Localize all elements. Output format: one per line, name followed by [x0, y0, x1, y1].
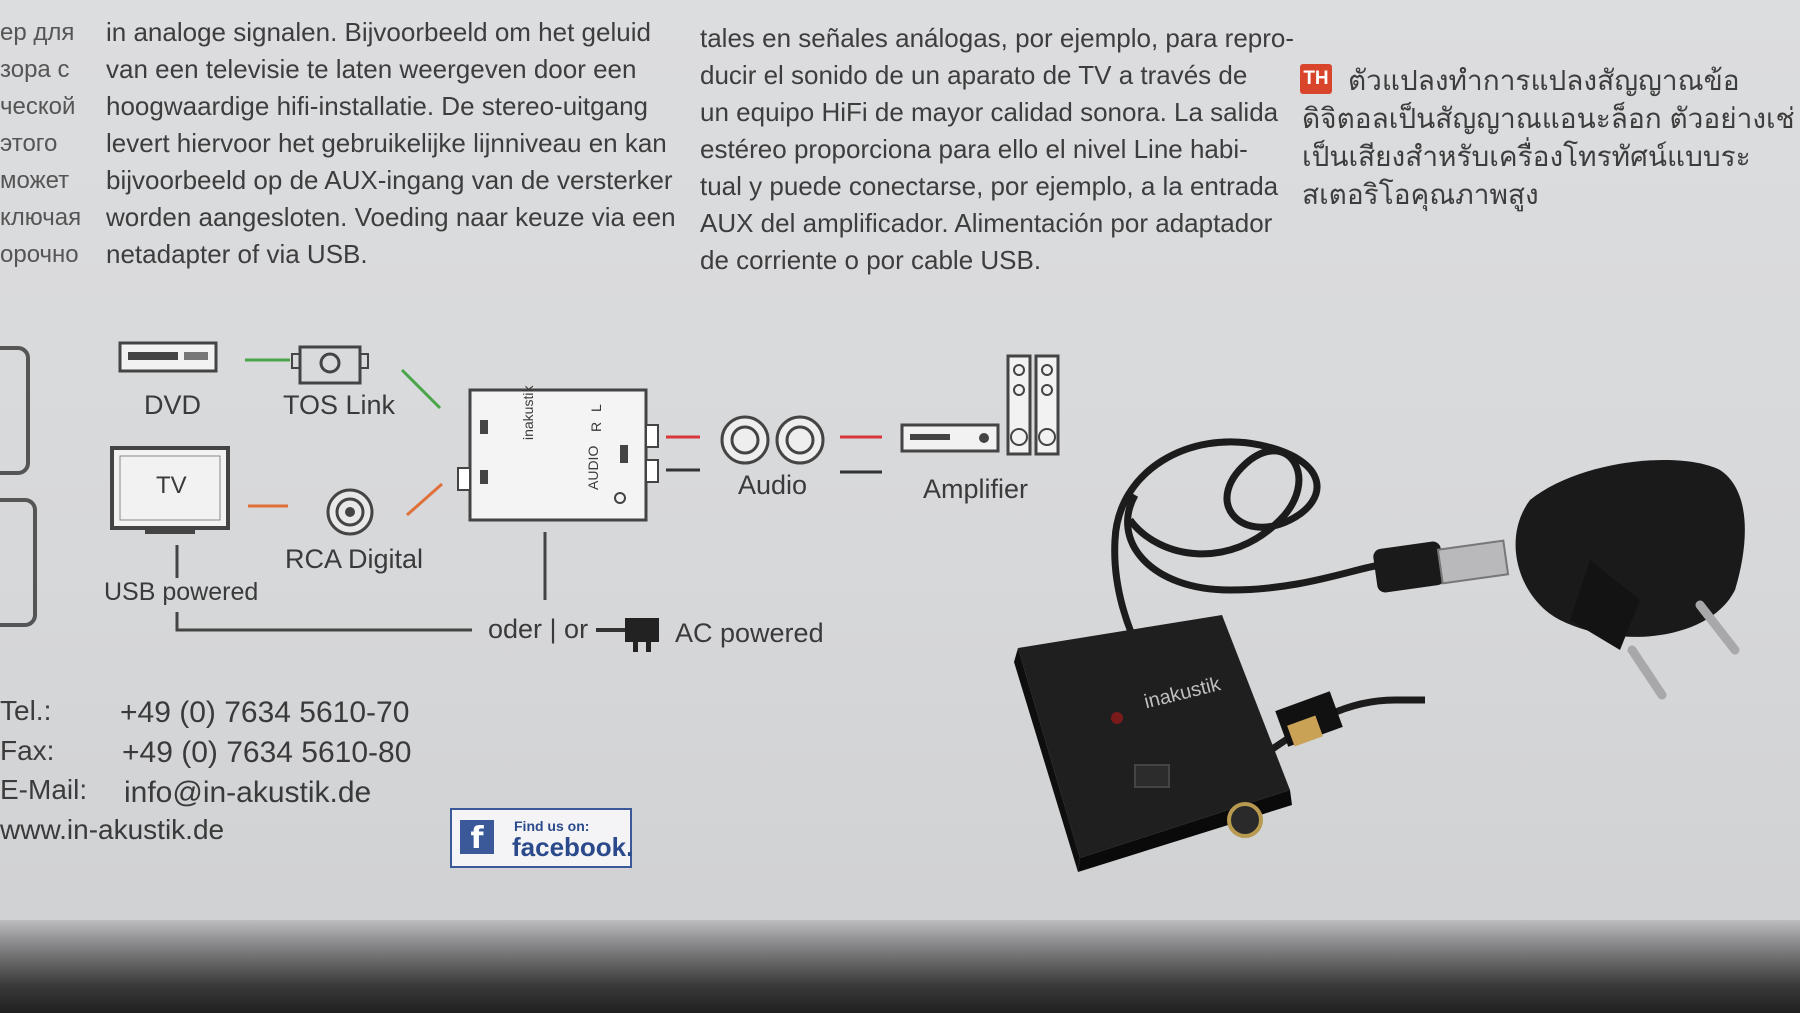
- converter-r-label: R: [588, 421, 604, 432]
- rca-connector-icon: [326, 488, 374, 536]
- russian-text-fragment: ер для зора с ческой этого может ключая …: [0, 19, 82, 268]
- cut-off-box-bottom: [0, 498, 37, 627]
- website-link: www.in-akustik.de: [0, 814, 225, 845]
- email-value: info@in-akustik.de: [124, 776, 372, 809]
- dvd-player-icon: [118, 341, 218, 373]
- dvd-label: DVD: [144, 390, 202, 420]
- tv-icon: [110, 446, 230, 534]
- facebook-find-us: Find us on:: [514, 818, 590, 834]
- amplifier-label: Amplifier: [923, 474, 1029, 504]
- tel-label: Tel.:: [0, 695, 52, 726]
- fax-label: Fax:: [0, 735, 55, 766]
- audio-jacks-icon: [720, 415, 825, 465]
- cut-off-box-top: [0, 346, 30, 475]
- tos-link-connector-icon: [291, 345, 369, 385]
- rca-digital-label: RCA Digital: [285, 544, 424, 574]
- spanish-paragraph: tales en señales análogas, por ejemplo, …: [700, 23, 1295, 275]
- rca-to-converter-line: [406, 482, 443, 517]
- tel-value: +49 (0) 7634 5610-70: [120, 696, 410, 729]
- power-adapter-photo: [1515, 460, 1745, 700]
- email-label: E-Mail:: [0, 774, 88, 805]
- tv-label: TV: [156, 472, 187, 499]
- tos-to-converter-line: [400, 368, 442, 410]
- fax-value: +49 (0) 7634 5610-80: [122, 736, 412, 769]
- amplifier-icon: [900, 354, 1060, 456]
- audio-label: Audio: [738, 470, 808, 500]
- usb-ac-bottom-line: [175, 612, 472, 632]
- oder-or-label: oder | or: [488, 614, 589, 644]
- converter-box-icon: [457, 388, 659, 522]
- facebook-wordmark: facebook.: [512, 832, 634, 862]
- usb-powered-label: USB powered: [104, 578, 259, 606]
- converter-l-label: L: [588, 404, 604, 412]
- converter-brand-label: inakustik: [520, 385, 536, 440]
- thai-paragraph: ตัวแปลงทำการแปลงสัญญาณข้อ ดิจิตอลเป็นสัญ…: [1302, 65, 1795, 210]
- converter-audio-label: AUDIO: [585, 445, 601, 490]
- ac-powered-label: AC powered: [675, 618, 824, 648]
- box-bottom-edge-shadow: [0, 920, 1800, 1013]
- facebook-badge: f Find us on: facebook.: [450, 808, 634, 868]
- tos-link-label: TOS Link: [283, 390, 396, 420]
- thai-language-badge: TH: [1300, 64, 1332, 94]
- converter-device-photo: [1014, 615, 1292, 872]
- facebook-icon: f: [460, 820, 494, 856]
- dutch-paragraph: in analoge signalen. Bijvoorbeeld om het…: [106, 17, 676, 269]
- ac-adapter-icon: [596, 618, 659, 652]
- usb-cable-photo: [1111, 438, 1510, 774]
